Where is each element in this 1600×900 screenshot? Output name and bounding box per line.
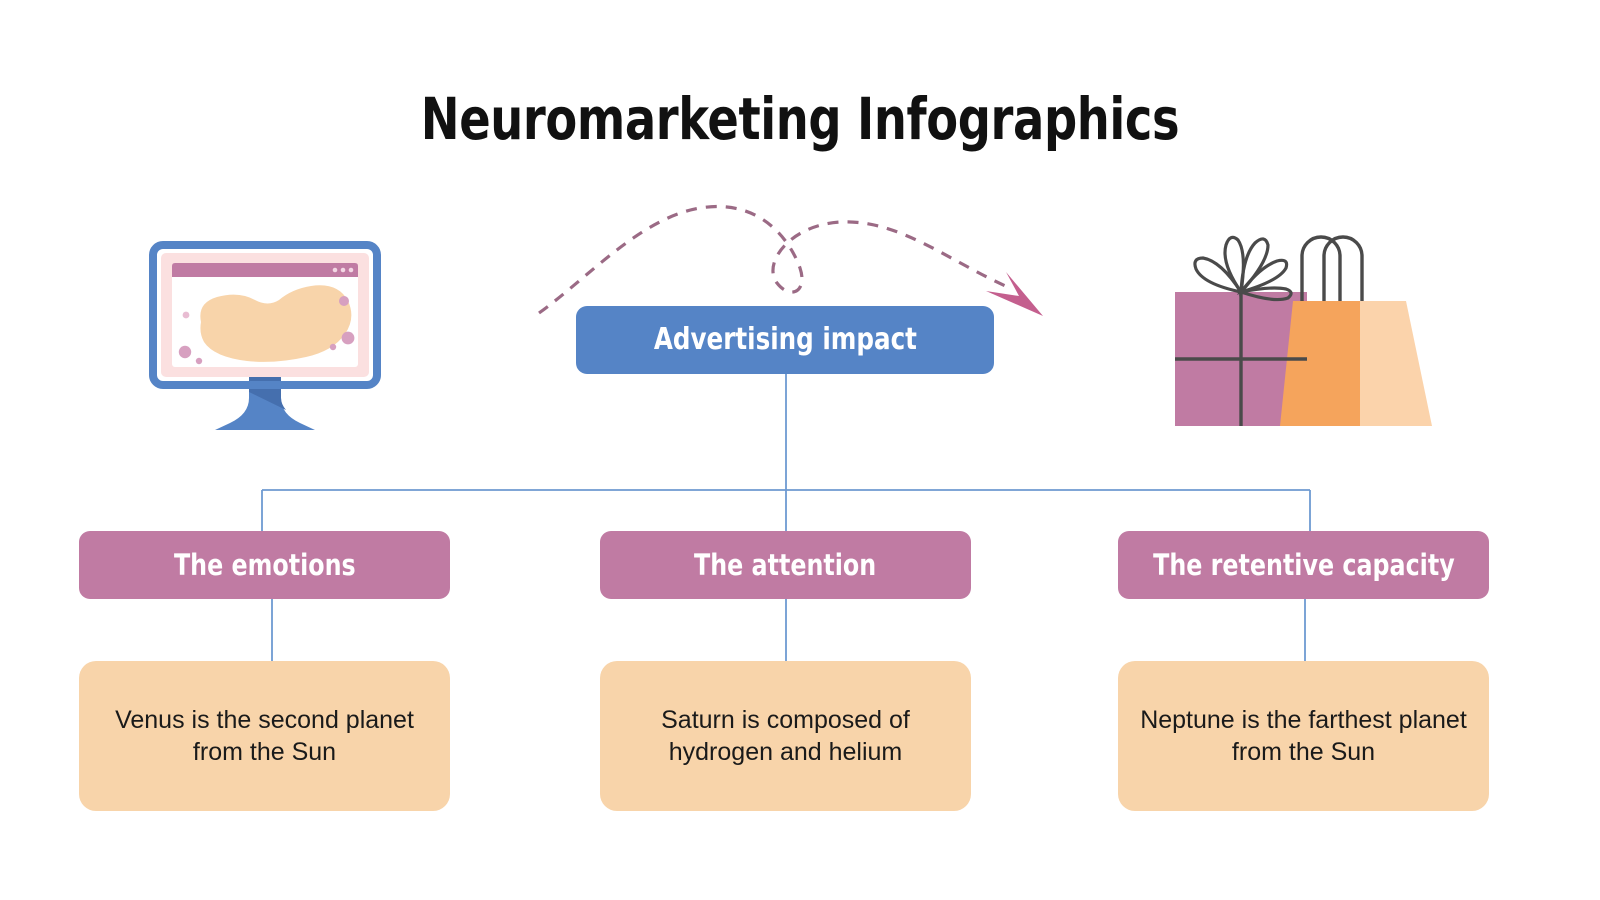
category-node-retentive-capacity[interactable]: The retentive capacity [1118, 531, 1489, 599]
arrow-head-icon [986, 272, 1043, 316]
gift-bow-icon [1193, 235, 1293, 302]
description-card-text: Venus is the second planet from the Sun [115, 706, 414, 766]
category-node-label: The emotions [173, 547, 356, 582]
content-blob [200, 285, 352, 362]
browser-title-bar [172, 263, 358, 277]
accent-dot-icon [339, 296, 349, 306]
root-node-label: Advertising impact [653, 322, 917, 357]
monitor-frame [149, 241, 381, 389]
monitor-stand-shadow [249, 375, 286, 410]
accent-dot-icon [178, 345, 192, 359]
connector-lines [261, 374, 1311, 661]
bag-handle-icon [1322, 235, 1364, 301]
description-card-text: Saturn is composed of hydrogen and heliu… [661, 706, 910, 766]
description-card-emotions[interactable]: Venus is the second planet from the Sun [79, 661, 450, 811]
category-node-attention[interactable]: The attention [600, 531, 971, 599]
page-title: Neuromarketing Infographics [420, 85, 1180, 153]
root-node-advertising-impact[interactable]: Advertising impact [576, 306, 994, 374]
looping-dashed-arrow [538, 204, 1043, 316]
dashed-arrow-path [538, 204, 1011, 315]
accent-dot-icon [341, 331, 355, 345]
category-node-label: The retentive capacity [1152, 547, 1455, 582]
browser-window [172, 263, 358, 367]
description-card-text: Neptune is the farthest planet from the … [1140, 706, 1467, 766]
desktop-monitor-illustration [149, 241, 381, 430]
accent-dot-icon [329, 343, 337, 351]
window-dot-icon [332, 267, 338, 273]
accent-dot-icon [195, 357, 203, 365]
window-dot-icon [348, 267, 354, 273]
bag-handle-icon [1300, 235, 1342, 301]
category-node-label: The attention [694, 547, 877, 582]
description-card-retentive-capacity[interactable]: Neptune is the farthest planet from the … [1118, 661, 1489, 811]
shopping-bag [1280, 301, 1360, 426]
monitor-screen [161, 253, 369, 377]
gift-box [1175, 292, 1307, 426]
accent-dot-icon [182, 311, 190, 319]
description-card-attention[interactable]: Saturn is composed of hydrogen and heliu… [600, 661, 971, 811]
monitor-stand [215, 375, 315, 430]
category-node-emotions[interactable]: The emotions [79, 531, 450, 599]
bag-side-panel [1358, 301, 1432, 426]
window-dot-icon [340, 267, 346, 273]
gift-and-shopping-bag-illustration [1175, 235, 1432, 426]
